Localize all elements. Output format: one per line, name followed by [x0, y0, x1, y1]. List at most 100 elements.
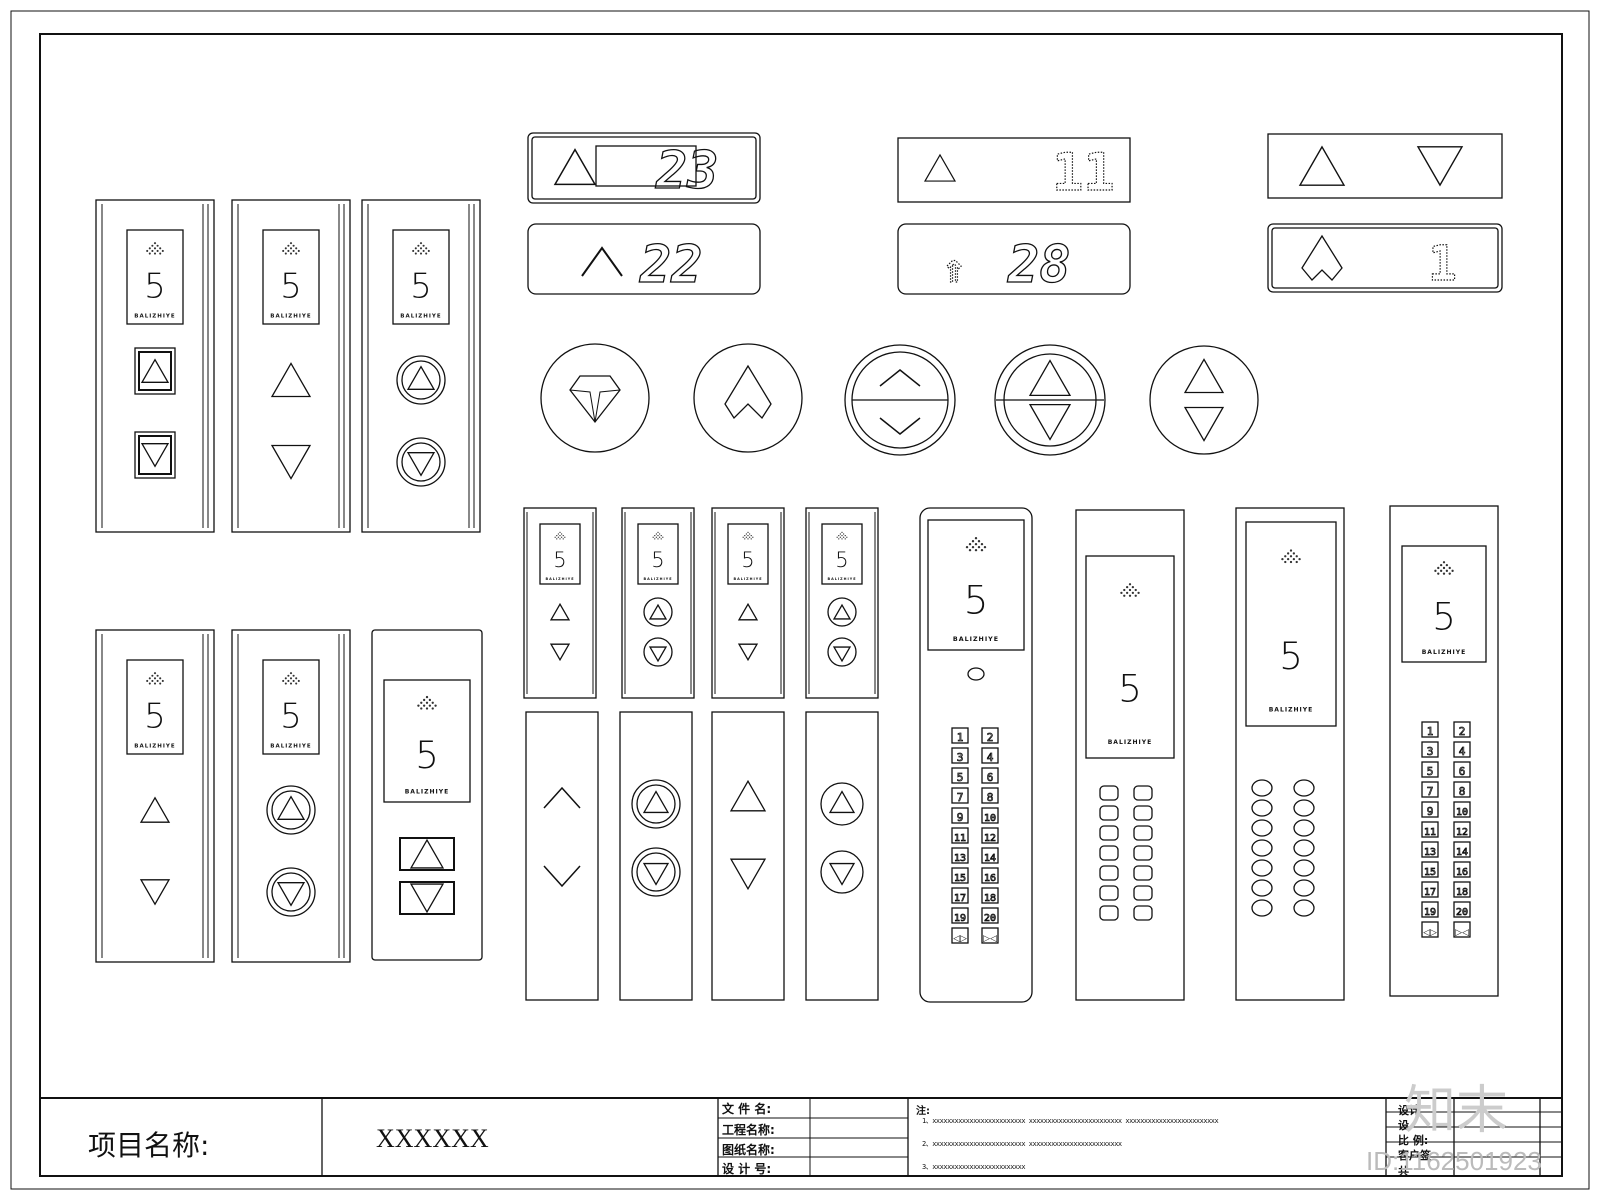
arrow-dot	[284, 682, 287, 685]
arrow-dot	[153, 682, 157, 685]
down-arrow-icon	[1183, 406, 1225, 442]
floor-key	[951, 887, 969, 904]
floor-key	[951, 727, 969, 744]
hall-call-panel	[95, 199, 215, 533]
arrow-dot	[417, 244, 420, 247]
arrow-dot	[841, 534, 843, 537]
arrow-dot	[431, 701, 434, 704]
arrow-dot	[752, 536, 754, 538]
arrow-dot	[562, 538, 564, 540]
arrow-dot	[284, 247, 287, 250]
floor-display-window	[126, 229, 184, 325]
arrow-dot	[556, 534, 558, 537]
hall-lantern-display	[897, 137, 1131, 203]
arrow-dot	[295, 247, 298, 250]
arrow-dot	[1451, 569, 1454, 572]
floor-key	[1453, 861, 1471, 878]
up-arrow-icon	[139, 796, 171, 823]
floor-digit: 5	[651, 547, 664, 572]
arrow-dot	[156, 679, 159, 683]
floor-key-label: 19	[1424, 907, 1436, 918]
arrow-dot	[657, 531, 659, 534]
floor-key	[981, 767, 999, 784]
arrow-dot	[1125, 585, 1129, 589]
arrow-dot	[1131, 591, 1135, 595]
display-floor-23: 23	[655, 141, 719, 201]
floor-key-round	[1293, 859, 1315, 877]
arrow-dot	[742, 536, 744, 538]
arrow-dot	[750, 534, 752, 537]
arrow-dot	[419, 252, 423, 255]
floor-key-label: 17	[954, 893, 966, 904]
floor-key	[1099, 905, 1119, 921]
arrow-dot	[156, 244, 159, 247]
arrow-dot	[153, 677, 157, 680]
door-open-icon: ◁▷	[1423, 928, 1437, 938]
arrow-dot	[1128, 594, 1132, 597]
arrow-dot	[425, 252, 428, 255]
floor-key	[1421, 721, 1439, 738]
arrow-dot	[289, 672, 293, 675]
floor-key-label: 9	[957, 811, 964, 824]
arrow-dot	[153, 247, 157, 250]
design-number-label: 设 计 号:	[722, 1162, 772, 1176]
arrow-dot	[292, 249, 295, 253]
arrow-dot	[556, 538, 558, 540]
button-ring	[631, 779, 681, 829]
car-operating-panel	[1075, 509, 1185, 1001]
arrow-dot	[1289, 560, 1293, 564]
arrow-dot	[560, 533, 563, 535]
arrow-dot	[1289, 549, 1293, 552]
dot-matrix-arrow-icon	[146, 672, 164, 685]
brand-label: BALIZHIYE	[270, 743, 311, 749]
inner-border	[39, 33, 1563, 1177]
arrow-dot	[557, 536, 560, 538]
hall-lantern-display	[527, 132, 761, 204]
floor-key	[1099, 865, 1119, 881]
down-arrow-icon	[832, 646, 852, 663]
arrow-dot	[965, 545, 969, 549]
up-arrow-icon	[270, 362, 312, 398]
arrow-dot	[422, 244, 425, 247]
dot-matrix-arrow-icon	[742, 531, 754, 540]
floor-key-round	[1293, 799, 1315, 817]
arrow-dot	[422, 704, 426, 707]
floor-key-label: 10	[1456, 807, 1468, 818]
floor-key-label: 5	[1427, 765, 1434, 778]
arrow-dot	[1284, 555, 1287, 558]
arrow-dot	[748, 536, 751, 538]
arrow-dot	[1298, 557, 1301, 561]
floor-key	[951, 907, 969, 924]
dot-matrix-arrow-icon	[417, 695, 437, 710]
floor-key-label: 19	[954, 913, 966, 924]
dot-matrix-arrow-icon	[1120, 583, 1140, 597]
arrow-dot	[420, 701, 423, 704]
floor-key-label: 7	[957, 791, 964, 804]
up-chevron-icon	[581, 246, 623, 277]
arrow-dot	[844, 538, 846, 540]
arrow-dot	[747, 538, 749, 540]
floor-digit: 5	[280, 267, 302, 307]
floor-digit: 5	[1432, 595, 1456, 639]
hall-call-panel-small	[523, 507, 597, 699]
floor-key	[1421, 881, 1439, 898]
arrow-dot	[1437, 566, 1440, 570]
hall-call-panel-tall	[525, 711, 599, 1001]
floor-key-label: 9	[1427, 805, 1434, 818]
arrow-dot	[1134, 588, 1137, 592]
down-chevron-icon	[543, 865, 581, 888]
floor-display-window	[539, 523, 581, 585]
down-arrow-icon	[1416, 146, 1464, 187]
floor-key	[1421, 761, 1439, 778]
floor-key-label: 18	[1456, 887, 1468, 898]
up-arrow-icon	[923, 153, 957, 182]
floor-key-label: 11	[954, 833, 966, 844]
project-name-label: 项目名称:	[88, 1129, 210, 1162]
arrow-dot	[841, 531, 843, 534]
button-ring	[643, 637, 673, 667]
floor-key	[1133, 785, 1153, 801]
arrow-dot	[151, 679, 154, 683]
floor-display-window	[1245, 521, 1337, 727]
floor-key	[981, 887, 999, 904]
floor-key-label: 8	[987, 791, 994, 804]
